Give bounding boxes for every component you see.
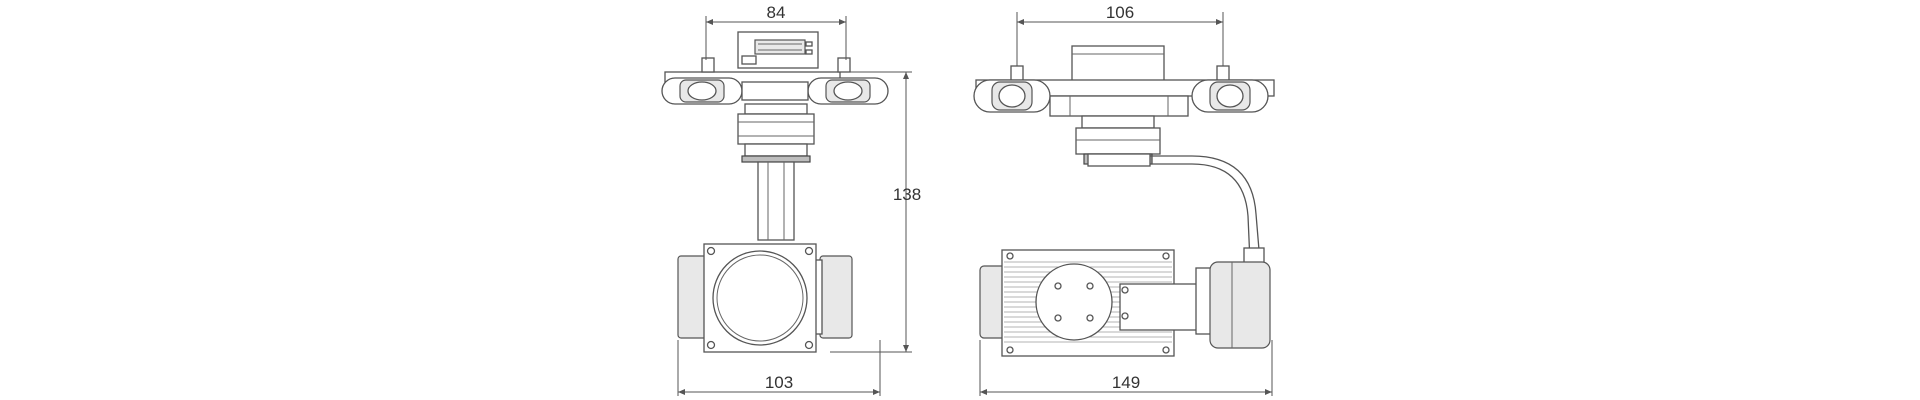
front-yaw-motor (737, 103, 815, 163)
side-curved-arm (1087, 153, 1265, 267)
front-damper-right (807, 77, 889, 105)
side-top-block (1071, 45, 1165, 83)
front-dim-103: 103 (677, 340, 881, 396)
front-damper-left (661, 77, 743, 105)
front-camera-body (677, 243, 853, 353)
side-damper-right (1191, 79, 1269, 113)
front-mount-plate (661, 31, 889, 105)
front-height-label: 138 (893, 185, 921, 204)
side-total-width-label: 149 (1112, 373, 1140, 392)
side-camera-housing (979, 249, 1271, 357)
side-view: 106 149 (973, 3, 1275, 396)
side-dim-149: 149 (979, 340, 1273, 396)
front-dim-138: 138 (830, 71, 921, 353)
side-mount-width-label: 106 (1106, 3, 1134, 22)
front-vertical-arm (757, 161, 795, 241)
front-dim-84: 84 (705, 3, 847, 60)
front-total-width-label: 103 (765, 373, 793, 392)
side-dim-106: 106 (1016, 3, 1224, 66)
side-damper-left (973, 79, 1051, 113)
front-view: 84 138 103 (661, 3, 921, 396)
front-mount-width-label: 84 (767, 3, 786, 22)
side-mount-plate (973, 65, 1275, 117)
